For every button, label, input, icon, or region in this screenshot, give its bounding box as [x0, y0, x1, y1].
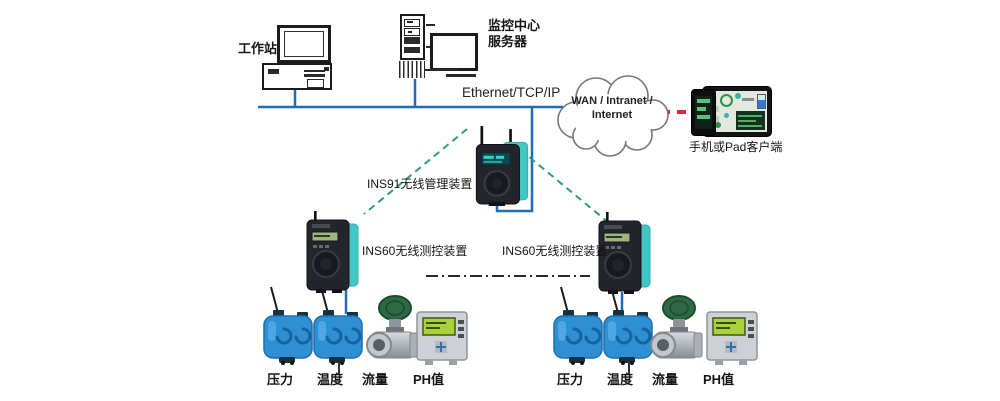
- ins91-device-icon: [472, 126, 530, 206]
- cloud-label-line2: Internet: [591, 109, 633, 121]
- flow-label: 流量: [652, 372, 679, 387]
- flow-label: 流量: [362, 372, 389, 387]
- ins60-left-device-icon: [302, 211, 362, 293]
- pressure-label: 压力: [267, 372, 294, 387]
- temperature-sensor-icon: [309, 285, 367, 365]
- ethernet-label: Ethernet/TCP/IP: [462, 85, 561, 100]
- server-monitor: [430, 33, 478, 71]
- pressure-label: 压力: [557, 372, 584, 387]
- ph-label: PH值: [703, 372, 735, 387]
- server-vent-block: [399, 61, 425, 78]
- server-label-line1: 监控中心: [488, 18, 541, 33]
- server-tower: [400, 14, 425, 60]
- cloud-shape: [557, 75, 669, 157]
- wireless-link-left: [363, 128, 468, 215]
- server-label-line2: 服务器: [488, 34, 528, 49]
- wireless-link-right: [510, 141, 610, 224]
- flow-meter-icon: [650, 295, 704, 369]
- ins60-left-label: INS60无线测控装置: [362, 244, 468, 258]
- workstation-case: [262, 63, 332, 90]
- ph-meter-icon: [705, 310, 759, 366]
- workstation-label: 工作站: [238, 41, 278, 56]
- ph-meter-icon: [415, 310, 469, 366]
- cloud-label: WAN / Intranet / Internet: [558, 94, 666, 122]
- ph-label: PH值: [413, 372, 445, 387]
- temperature-probe: [338, 362, 340, 374]
- ins60-right-label: INS60无线测控装置: [502, 244, 608, 258]
- temperature-label: 温度: [317, 372, 344, 387]
- ins91-label: INS91无线管理装置: [367, 177, 473, 191]
- workstation-monitor: [277, 25, 331, 63]
- temperature-sensor-icon: [599, 285, 657, 365]
- flow-meter-icon: [366, 295, 420, 369]
- temperature-probe: [628, 362, 630, 374]
- client-label: 手机或Pad客户端: [689, 140, 783, 154]
- temperature-label: 温度: [607, 372, 634, 387]
- cloud-label-line1: WAN / Intranet /: [571, 95, 653, 107]
